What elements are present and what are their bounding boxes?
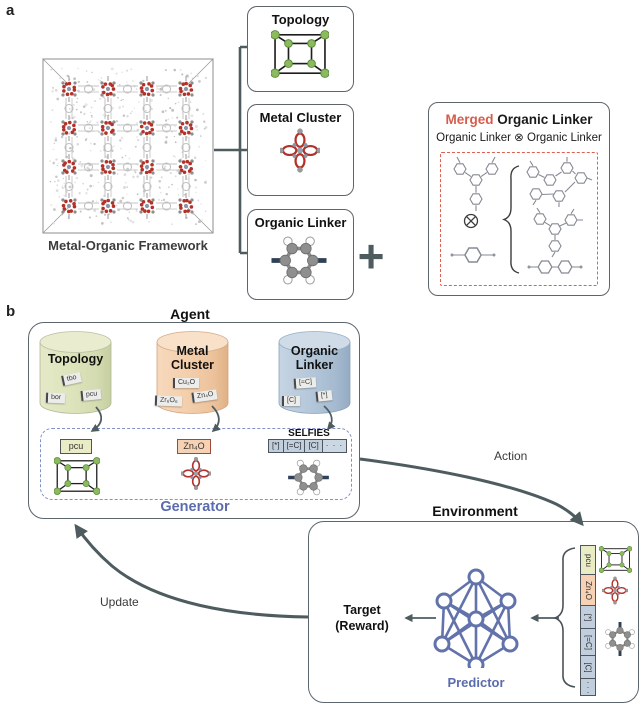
merged-subtitle: Organic Linker ⊗ Organic Linker xyxy=(429,130,609,144)
tag-star: [*] xyxy=(315,390,333,402)
mof-caption: Metal-Organic Framework xyxy=(48,238,208,253)
target-line2: (Reward) xyxy=(335,618,389,633)
panel-a-label: a xyxy=(6,2,15,19)
predictor-network-icon xyxy=(433,568,519,668)
selfies-token: [=C] xyxy=(282,439,306,453)
merged-product-1 xyxy=(526,157,593,207)
benzene-molecule-icon xyxy=(267,233,331,288)
target-reward-label: Target (Reward) xyxy=(322,603,402,634)
tensor-operator-icon: ⊗ xyxy=(514,132,524,144)
merged-title-accent: Merged xyxy=(445,112,494,127)
decomposition-bracket xyxy=(214,45,247,255)
merged-title: Merged Organic Linker xyxy=(429,112,609,127)
generator-benzene-icon xyxy=(286,458,331,497)
merged-molecules-art xyxy=(450,156,593,274)
state-metal-cluster-icon xyxy=(602,575,628,606)
component-box-topology: Topology xyxy=(247,6,354,92)
tag-zr6o6: Zr₆O₆ xyxy=(154,395,182,407)
selected-topology-token: pcu xyxy=(60,439,92,454)
topology-box-title: Topology xyxy=(271,12,330,27)
state-token-star: [*] xyxy=(580,605,596,629)
selfies-token-bar: [*] [=C] [C] · · · xyxy=(268,439,348,453)
selfies-label: SELFIES xyxy=(288,428,330,439)
state-benzene-icon xyxy=(604,620,636,658)
state-token-ellipsis: · · · xyxy=(580,678,596,696)
linker-b-molecule xyxy=(450,247,496,263)
curly-brace-icon xyxy=(501,165,520,274)
selfies-token: [C] xyxy=(304,439,323,453)
selfies-token: [*] xyxy=(268,439,284,453)
state-token-stack: pcu Zn₄O [*] [=C] [C] · · · xyxy=(580,545,596,696)
target-line1: Target xyxy=(343,603,381,617)
organic-linker-box-title: Organic Linker xyxy=(254,215,347,230)
state-topology-icon xyxy=(599,546,632,573)
state-token-eqc: [=C] xyxy=(580,628,596,656)
environment-title: Environment xyxy=(432,503,518,519)
metal-cluster-icon xyxy=(280,127,320,174)
generator-box xyxy=(40,428,352,500)
agent-title: Agent xyxy=(170,306,210,322)
generator-metal-cluster-icon xyxy=(181,456,211,491)
organic-linker-cylinder-label: Organic Linker xyxy=(290,344,339,373)
tensor-product-icon xyxy=(463,213,479,229)
merged-product-2 xyxy=(533,207,583,258)
metal-cluster-cylinder-label: Metal Cluster xyxy=(170,344,215,373)
state-token-c: [C] xyxy=(580,655,596,679)
state-token-pcu: pcu xyxy=(580,545,596,575)
panel-b-label: b xyxy=(6,303,16,320)
action-arrow-label: Action xyxy=(494,449,528,463)
state-token-zn4o: Zn₄O xyxy=(580,574,596,606)
plus-sign: + xyxy=(357,230,385,282)
update-arrow-label: Update xyxy=(100,595,139,609)
component-box-organic-linker: Organic Linker xyxy=(247,209,354,300)
tag-bor: bor xyxy=(45,392,66,404)
tag-eqc: [=C] xyxy=(293,377,317,389)
generator-label: Generator xyxy=(160,499,230,515)
generator-topology-icon xyxy=(54,457,100,495)
topology-cube-icon xyxy=(271,30,329,78)
merged-operand-left: Organic Linker xyxy=(436,132,511,144)
merged-linker-box: Merged Organic Linker Organic Linker ⊗ O… xyxy=(428,102,610,296)
selected-metal-token: Zn₄O xyxy=(177,439,211,454)
merged-operand-right: Organic Linker xyxy=(527,132,602,144)
tag-pcu: pcu xyxy=(80,388,102,402)
topology-cylinder-label: Topology xyxy=(47,352,104,366)
linker-a-molecule xyxy=(453,156,499,211)
predictor-label: Predictor xyxy=(447,675,505,690)
mof-structure-image xyxy=(42,58,214,234)
selfies-token-ellipsis: · · · xyxy=(321,439,348,453)
merged-product-3 xyxy=(527,260,583,274)
merged-dashed-region xyxy=(440,152,598,286)
metal-cluster-box-title: Metal Cluster xyxy=(259,110,342,125)
tag-cu2o: Cu₂O xyxy=(173,378,200,388)
tag-c: [C] xyxy=(282,396,300,406)
merged-title-rest: Organic Linker xyxy=(493,112,593,127)
